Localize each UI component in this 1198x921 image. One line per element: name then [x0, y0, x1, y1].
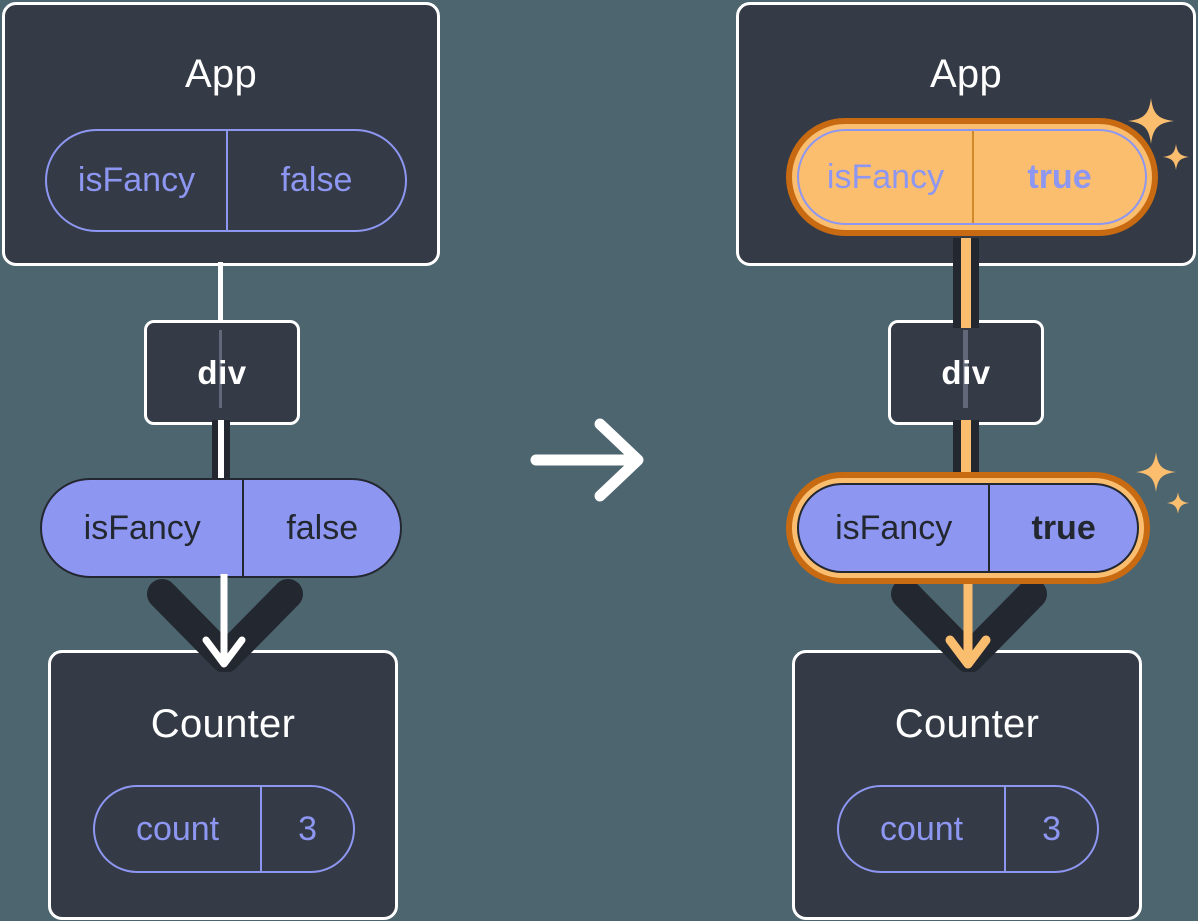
prop-pill-value: false	[242, 480, 400, 576]
component-label-counter-before: Counter	[150, 702, 296, 746]
state-pill-key: isFancy	[77, 161, 196, 199]
component-label-app-before: App	[184, 52, 258, 96]
state-pill-count-before[interactable]: count 3	[93, 785, 355, 873]
component-box-counter-before: Counter count 3	[48, 650, 398, 920]
prop-pill-key: isFancy	[835, 508, 953, 547]
state-pill-key: isFancy	[826, 157, 945, 196]
flow-arrow-white-before	[202, 574, 246, 668]
prop-pill-key: isFancy	[83, 508, 201, 547]
state-pill-value: true	[972, 131, 1145, 223]
prop-pill-isfancy-after[interactable]: isFancy true	[797, 483, 1139, 573]
flow-arrow-amber-after	[945, 574, 991, 669]
connector-through-div-before	[219, 330, 222, 408]
connector-div-to-prop-core-before	[218, 420, 224, 490]
connector-through-div-after	[963, 330, 968, 408]
prop-pill-isfancy-before[interactable]: isFancy false	[40, 478, 402, 578]
component-label-counter-after: Counter	[894, 702, 1040, 746]
element-box-div-before: div	[144, 320, 300, 425]
state-pill-isfancy-app-before[interactable]: isFancy false	[45, 129, 407, 232]
element-label-div-after: div	[941, 353, 991, 391]
state-pill-value: false	[226, 131, 405, 230]
prop-pill-value: true	[988, 485, 1137, 571]
connector-app-to-div-after-core	[961, 238, 971, 328]
component-label-app-after: App	[929, 52, 1003, 96]
state-pill-isfancy-app-after[interactable]: isFancy true	[797, 129, 1147, 225]
element-label-div-before: div	[197, 353, 247, 391]
connector-div-to-prop-after-core	[961, 420, 971, 492]
state-pill-value: 3	[260, 787, 353, 871]
state-pill-value: 3	[1004, 787, 1097, 871]
arrow-right-icon	[530, 418, 644, 502]
state-pill-count-after[interactable]: count 3	[837, 785, 1099, 873]
state-pill-key: count	[135, 809, 220, 848]
state-pill-highlight-ring-app-after: isFancy true	[786, 118, 1158, 236]
component-box-app-before: App isFancy false	[2, 2, 440, 266]
prop-pill-highlight-ring-after: isFancy true	[786, 472, 1150, 584]
component-box-counter-after: Counter count 3	[792, 650, 1142, 920]
state-pill-key: count	[879, 809, 964, 848]
connector-app-to-div-before	[218, 262, 223, 322]
